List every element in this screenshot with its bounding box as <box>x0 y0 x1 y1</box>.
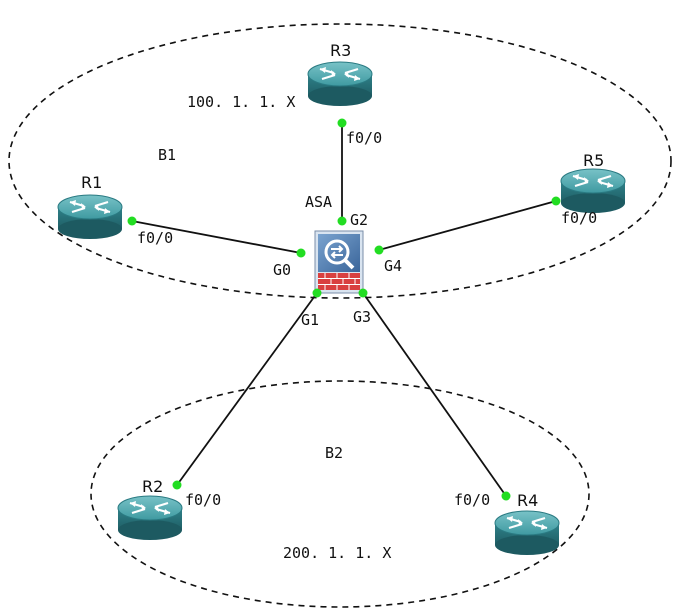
link-asa-r4 <box>362 292 507 497</box>
router-r4-icon[interactable] <box>493 509 561 557</box>
asa-g2-label: G2 <box>350 211 368 229</box>
asa-name: ASA <box>305 193 332 211</box>
asa-g0-port-dot <box>296 248 306 258</box>
asa-g2-port-dot <box>337 216 347 226</box>
r3-f0-0-port-dot <box>337 118 347 128</box>
asa-g3-port-dot <box>358 288 368 298</box>
b1-subnet-label: 100. 1. 1. X <box>187 93 295 111</box>
b2-subnet-label: 200. 1. 1. X <box>283 544 391 562</box>
b2-network-boundary <box>90 380 590 608</box>
r1-f0-0-port-dot <box>127 216 137 226</box>
asa-g1-port-dot <box>312 288 322 298</box>
b1-network-boundary <box>8 23 672 299</box>
router-r1-icon[interactable] <box>56 193 124 241</box>
router-r4-name: R4 <box>517 491 538 510</box>
router-r1-name: R1 <box>81 173 102 192</box>
r1-port-label: f0/0 <box>137 229 173 247</box>
asa-g4-port-dot <box>374 245 384 255</box>
b2-network-label: B2 <box>325 444 343 462</box>
r3-port-label: f0/0 <box>346 129 382 147</box>
router-r3-icon[interactable] <box>306 60 374 108</box>
link-asa-r2 <box>176 292 318 486</box>
router-r5-icon[interactable] <box>559 167 627 215</box>
r5-port-label: f0/0 <box>561 209 597 227</box>
router-r2-icon[interactable] <box>116 494 184 542</box>
r4-port-label: f0/0 <box>454 491 490 509</box>
asa-g0-label: G0 <box>273 261 291 279</box>
router-r3-name: R3 <box>330 41 351 60</box>
asa-g1-label: G1 <box>301 311 319 329</box>
r2-port-label: f0/0 <box>185 491 221 509</box>
router-r5-name: R5 <box>583 151 604 170</box>
r2-f0-0-port-dot <box>172 480 182 490</box>
asa-firewall-icon[interactable] <box>314 230 364 294</box>
link-asa-r1 <box>131 220 302 254</box>
router-r2-name: R2 <box>142 477 163 496</box>
r5-f0-0-port-dot <box>551 196 561 206</box>
link-asa-r5 <box>378 200 557 251</box>
asa-g4-label: G4 <box>384 257 402 275</box>
r4-f0-0-port-dot <box>501 491 511 501</box>
asa-g3-label: G3 <box>353 308 371 326</box>
b1-network-label: B1 <box>158 146 176 164</box>
